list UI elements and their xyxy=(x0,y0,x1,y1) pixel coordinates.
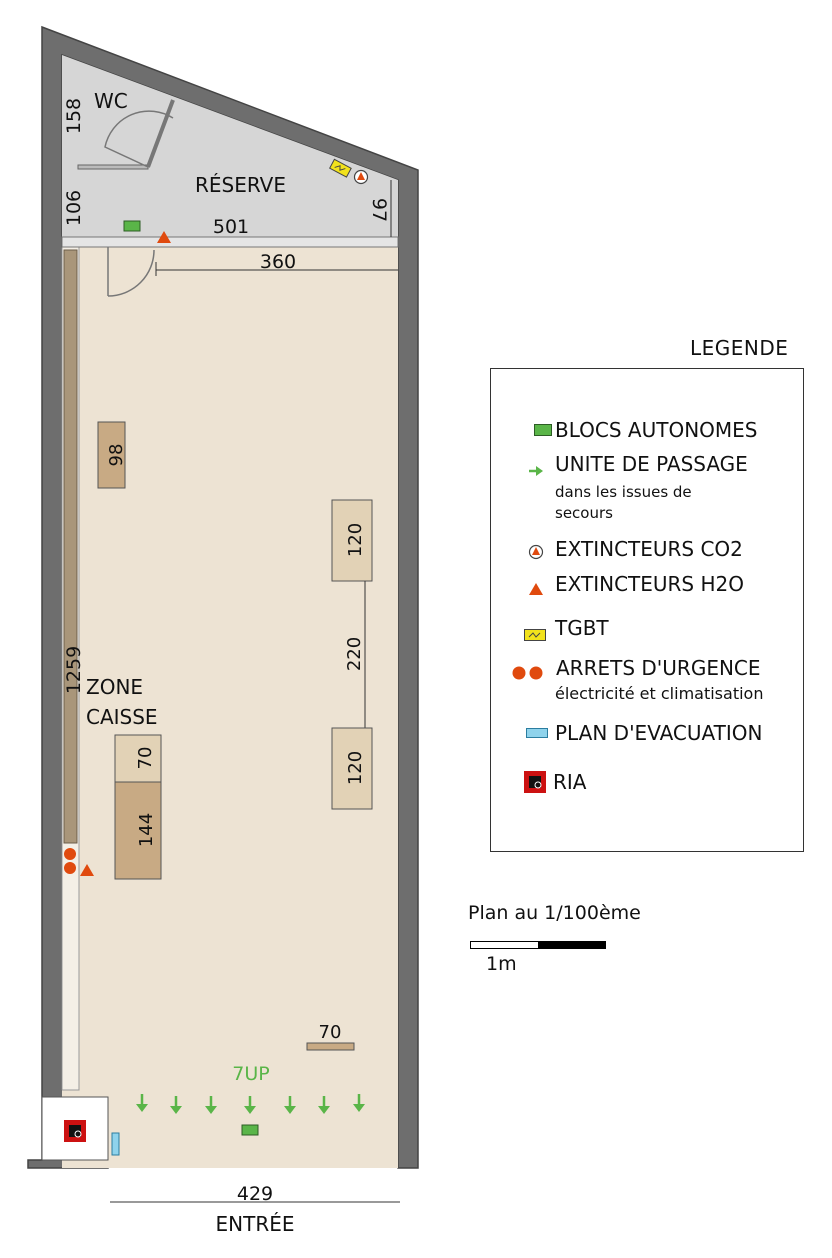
room-label-wc: WC xyxy=(94,89,128,113)
legend-label-h2o: EXTINCTEURS H2O xyxy=(555,572,744,596)
counter-70 xyxy=(114,734,162,783)
ria-symbol xyxy=(64,1120,86,1142)
dim-70: 70 xyxy=(135,747,156,770)
wc-door-arc xyxy=(104,110,174,168)
dim-429: 429 xyxy=(237,1183,273,1205)
bloc-autonome-entree xyxy=(241,1124,259,1136)
legend-item-h2o: EXTINCTEURS H2O xyxy=(528,572,744,596)
arret-urgence-1 xyxy=(64,848,76,860)
arrow-down-icon xyxy=(284,1096,296,1114)
arret-urgence-icon xyxy=(512,661,544,680)
tgbt-symbol xyxy=(329,158,352,178)
legend-label-plan-evac: PLAN D'EVACUATION xyxy=(555,721,763,745)
arrow-down-icon xyxy=(205,1096,217,1114)
legend-item-passage: UNITE DE PASSAGE xyxy=(528,452,748,476)
passage-arrows xyxy=(136,1094,365,1114)
arrow-down-icon xyxy=(244,1096,256,1114)
arrow-right-icon xyxy=(528,458,544,476)
arret-urgence-2 xyxy=(64,862,76,874)
brand-label-7up: 7UP xyxy=(232,1063,269,1085)
dim-220: 220 xyxy=(344,637,365,671)
wc-partition xyxy=(77,164,149,170)
legend-label-ria: RIA xyxy=(553,770,587,794)
reserve-area xyxy=(62,55,398,247)
dim-158: 158 xyxy=(63,98,85,134)
shop-floor xyxy=(62,247,398,1168)
dim-106: 106 xyxy=(63,190,85,226)
arrow-down-icon xyxy=(170,1096,182,1114)
arrow-down-icon xyxy=(318,1096,330,1114)
legend-item-co2: EXTINCTEURS CO2 xyxy=(528,537,743,561)
legend-label-tgbt: TGBT xyxy=(555,616,609,640)
dim-501: 501 xyxy=(213,216,249,238)
counter-144 xyxy=(114,781,162,880)
scale-bar xyxy=(470,941,606,949)
shelf-70 xyxy=(306,1042,355,1051)
display-98 xyxy=(97,421,126,489)
dim-120-top: 120 xyxy=(345,523,366,557)
legend-label-blocs: BLOCS AUTONOMES xyxy=(555,418,758,442)
entrance-label: ENTRÉE xyxy=(216,1212,295,1236)
legend-item-ria: RIA xyxy=(524,770,586,794)
legend-sub-arrets: électricité et climatisation xyxy=(555,684,764,703)
legend-item-arrets: ARRETS D'URGENCE xyxy=(512,656,761,680)
room-label-caisse: CAISSE xyxy=(86,705,158,729)
legend-label-arrets: ARRETS D'URGENCE xyxy=(556,656,761,680)
scale-label: Plan au 1/100ème xyxy=(468,902,641,924)
arrow-down-icon xyxy=(353,1094,365,1112)
ria-icon xyxy=(524,771,546,793)
legend-label-passage: UNITE DE PASSAGE xyxy=(555,452,748,476)
tgbt-icon xyxy=(524,622,546,641)
legend-sub-passage-1: dans les issues de xyxy=(555,483,692,501)
dim-97: 97 xyxy=(368,198,390,222)
legend-sub-passage-2: secours xyxy=(555,504,613,522)
dim-120-bottom: 120 xyxy=(345,751,366,785)
display-120-bottom xyxy=(331,727,373,810)
plan-evacuation xyxy=(111,1132,120,1156)
extincteur-co2-reserve xyxy=(353,169,369,185)
extincteur-h2o-caisse xyxy=(80,864,94,876)
reserve-partition xyxy=(61,236,399,248)
dim-70b: 70 xyxy=(319,1022,342,1043)
legend-item-tgbt: TGBT xyxy=(524,616,609,641)
dim-360: 360 xyxy=(260,251,296,273)
dim-98: 98 xyxy=(106,444,127,467)
bloc-autonome-reserve xyxy=(123,220,141,232)
wc-door xyxy=(146,99,175,168)
legend-title: LEGENDE xyxy=(690,336,789,360)
arrow-down-icon xyxy=(136,1094,148,1112)
scale-unit: 1m xyxy=(486,953,517,975)
extincteur-co2-icon xyxy=(528,541,544,560)
wall-shelf xyxy=(63,249,78,844)
legend-item-plan-evac: PLAN D'EVACUATION xyxy=(526,721,762,745)
room-label-reserve: RÉSERVE xyxy=(195,173,286,197)
plan-evacuation-icon xyxy=(526,728,548,738)
legend-item-blocs: BLOCS AUTONOMES xyxy=(534,418,757,442)
bloc-autonome-icon xyxy=(534,424,552,436)
legend-label-co2: EXTINCTEURS CO2 xyxy=(555,537,743,561)
extincteur-h2o-reserve xyxy=(157,231,171,243)
extincteur-h2o-icon xyxy=(528,577,544,595)
room-label-zone: ZONE xyxy=(86,675,143,699)
dim-1259: 1259 xyxy=(63,646,85,694)
floor-plan: WC RÉSERVE ZONE CAISSE 158 106 97 501 36… xyxy=(27,25,419,1236)
shop-door-arc xyxy=(107,249,155,297)
dim-144: 144 xyxy=(136,813,157,847)
display-120-top xyxy=(331,499,373,582)
